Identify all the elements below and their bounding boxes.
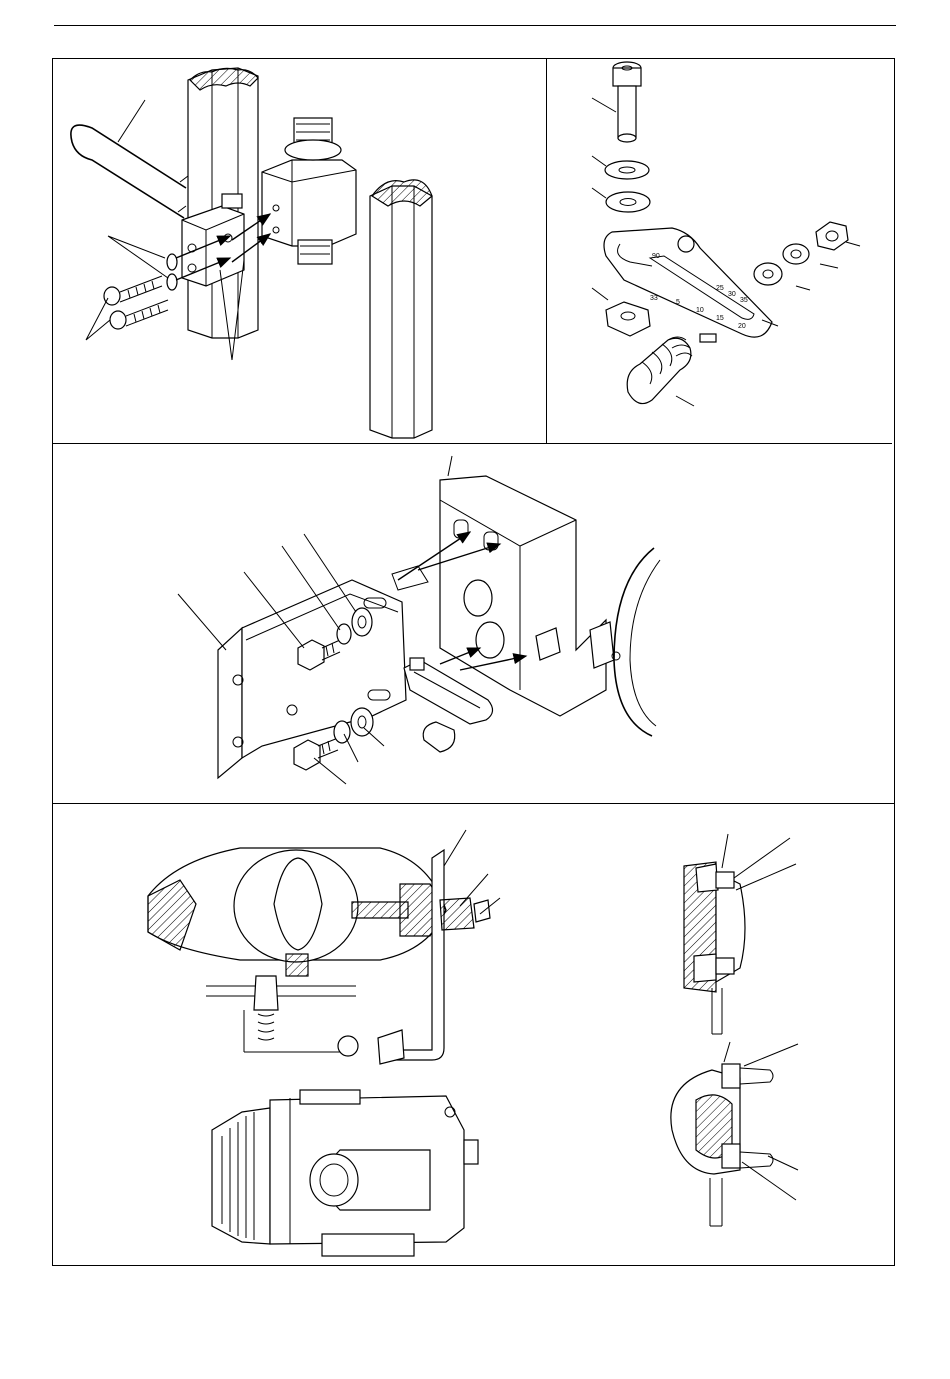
spring-follower — [627, 334, 716, 404]
valve-section — [148, 848, 446, 976]
scale-label: 15 — [716, 315, 724, 322]
washer-icon — [605, 161, 650, 212]
side-section-b — [671, 1042, 798, 1226]
bolt-icon — [613, 62, 641, 142]
panel-section-views — [148, 830, 798, 1256]
scale-label: 90 — [652, 253, 660, 260]
scale-label: 20 — [738, 323, 746, 330]
stem-coupling — [206, 976, 358, 1056]
scale-label: 10 — [696, 307, 704, 314]
panel-pillar-mount — [71, 68, 432, 438]
scale-label: 35 — [740, 297, 748, 304]
u-bracket — [71, 125, 186, 218]
panel-bracket-mount — [178, 456, 660, 784]
positioner-housing — [440, 456, 620, 716]
scale-label: 33 — [650, 295, 658, 302]
panel-lever-kit: 90 25 30 35 33 5 10 15 20 — [592, 62, 860, 406]
bolt-icon — [104, 276, 168, 329]
scale-label: 5 — [676, 299, 680, 306]
side-section-a — [684, 834, 796, 1034]
actuator-yoke — [262, 118, 356, 264]
dial-rim — [614, 548, 654, 736]
actuator-top-view — [212, 1090, 478, 1256]
washer-icon — [754, 244, 809, 285]
nut-icon — [606, 302, 650, 336]
right-pillar — [370, 180, 432, 438]
scale-label: 30 — [728, 291, 736, 298]
bolt-icon — [294, 738, 338, 770]
nut-icon — [816, 222, 848, 250]
scale-label: 25 — [716, 285, 724, 292]
washer-icon — [167, 254, 177, 290]
